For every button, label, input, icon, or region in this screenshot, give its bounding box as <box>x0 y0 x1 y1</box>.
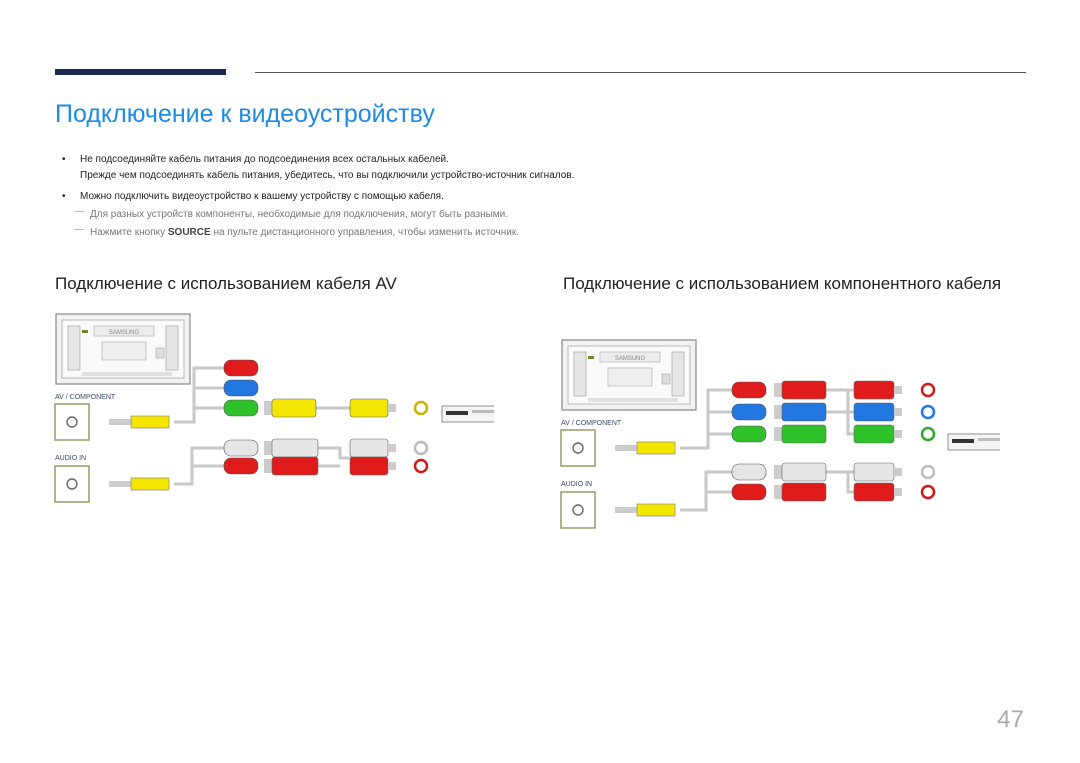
video-player-device <box>947 433 1000 451</box>
rca-plug-red <box>264 456 319 476</box>
rca-plug-green <box>853 424 902 444</box>
note-line: Не подсоединяйте кабель питания до подсо… <box>80 154 449 165</box>
rca-plug-red <box>853 380 902 400</box>
source-jack-yellow <box>413 400 429 416</box>
audio-in-port <box>560 491 596 529</box>
rca-jack-green <box>223 399 259 417</box>
audio-in-port-label: AUDIO IN <box>55 455 86 462</box>
av-component-port-label: AV / COMPONENT <box>561 420 622 427</box>
av-component-port-label: AV / COMPONENT <box>55 394 116 401</box>
rca-plug-red <box>774 380 827 400</box>
header-accent-bar <box>55 69 226 75</box>
cable-lines <box>174 366 352 486</box>
display-rear-panel: SAMSUNG <box>55 313 191 385</box>
rca-jack-red <box>731 381 767 399</box>
source-jack-white <box>413 440 429 456</box>
rca-plug-white <box>264 438 319 458</box>
rca-jack-red <box>731 483 767 501</box>
subnote-text-after: на пульте дистанционного управления, что… <box>210 227 519 238</box>
rca-plug-red <box>349 456 396 476</box>
panel-brand-text: SAMSUNG <box>615 356 646 362</box>
rca-jack-red <box>223 359 259 377</box>
audio-in-port <box>54 465 90 503</box>
source-jack-blue <box>920 404 936 420</box>
note-line: Можно подключить видеоустройство к вашем… <box>80 191 444 202</box>
section-title-av: Подключение с использованием кабеля AV <box>55 274 397 293</box>
cable-lines <box>680 388 854 512</box>
note-line: Прежде чем подсоединять кабель питания, … <box>80 170 575 181</box>
rca-jack-white <box>731 463 767 481</box>
rca-plug-red <box>774 482 827 502</box>
page-title: Подключение к видеоустройству <box>55 100 435 128</box>
subnote-text-before: Нажмите кнопку <box>90 227 168 238</box>
subnote-components: ― Для разных устройств компоненты, необхо… <box>62 206 574 223</box>
subnote-dash: ― <box>74 206 84 217</box>
rca-plug-yellow <box>349 398 396 418</box>
rca-plug-blue <box>774 402 827 422</box>
trs-plug <box>615 503 676 517</box>
header-rule <box>255 72 1026 73</box>
rca-plug-green <box>774 424 827 444</box>
trs-plug <box>615 441 676 455</box>
subnote-source: ― Нажмите кнопку SOURCE на пульте дистанц… <box>62 224 574 241</box>
rca-jack-blue <box>223 379 259 397</box>
section-title-component: Подключение с использованием компонентно… <box>563 274 1002 293</box>
notes-block: Не подсоединяйте кабель питания до подсо… <box>62 152 574 241</box>
component-connection-diagram: SAMSUNG AV / COMPONENT AUDIO IN <box>560 339 1000 529</box>
rca-plug-red <box>853 482 902 502</box>
subnote-dash: ― <box>74 224 84 235</box>
source-jack-green <box>920 426 936 442</box>
page-number: 47 <box>997 706 1024 733</box>
audio-in-port-label: AUDIO IN <box>561 481 592 488</box>
rca-plug-blue <box>853 402 902 422</box>
rca-plug-yellow <box>264 398 317 418</box>
av-connection-diagram: SAMSUNG AV / COMPONENT AUDIO IN <box>54 313 494 503</box>
rca-jack-green <box>731 425 767 443</box>
note-bullet-connect: Можно подключить видеоустройство к вашем… <box>62 189 574 205</box>
rca-jack-white <box>223 439 259 457</box>
trs-plug <box>109 415 170 429</box>
source-jack-white <box>920 464 936 480</box>
rca-jack-blue <box>731 403 767 421</box>
source-jack-red <box>413 458 429 474</box>
display-rear-panel: SAMSUNG <box>561 339 697 411</box>
rca-jack-red <box>223 457 259 475</box>
rca-plug-white <box>853 462 902 482</box>
av-component-port <box>54 403 90 441</box>
source-jack-red <box>920 382 936 398</box>
note-bullet-power: Не подсоединяйте кабель питания до подсо… <box>62 152 574 184</box>
panel-brand-text: SAMSUNG <box>109 330 140 336</box>
av-component-port <box>560 429 596 467</box>
rca-plug-white <box>349 438 396 458</box>
source-key-name: SOURCE <box>167 227 211 238</box>
source-jack-red <box>920 484 936 500</box>
rca-plug-white <box>774 462 827 482</box>
video-player-device <box>441 405 494 423</box>
trs-plug <box>109 477 170 491</box>
subnote-text: Для разных устройств компоненты, необход… <box>90 209 509 220</box>
